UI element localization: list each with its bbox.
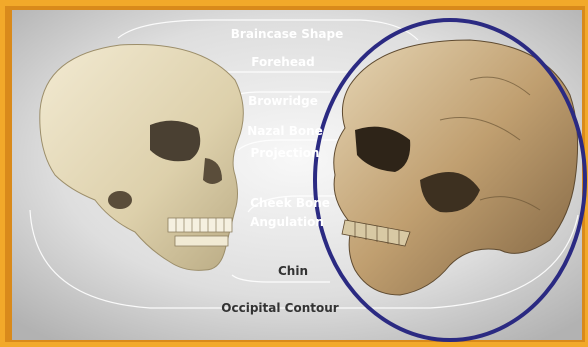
label-occipital-contour: Occipital Contour (221, 301, 338, 315)
label-angulation: Angulation (250, 215, 324, 229)
label-browridge: Browridge (248, 94, 318, 108)
label-projection: Projection (251, 146, 320, 160)
label-forehead: Forehead (251, 55, 314, 69)
label-chin: Chin (278, 264, 308, 278)
label-cheek-bone: Cheek Bone (250, 196, 330, 210)
label-nasal-bone: Nazal Bone (247, 124, 323, 138)
label-braincase-shape: Braincase Shape (231, 27, 344, 41)
